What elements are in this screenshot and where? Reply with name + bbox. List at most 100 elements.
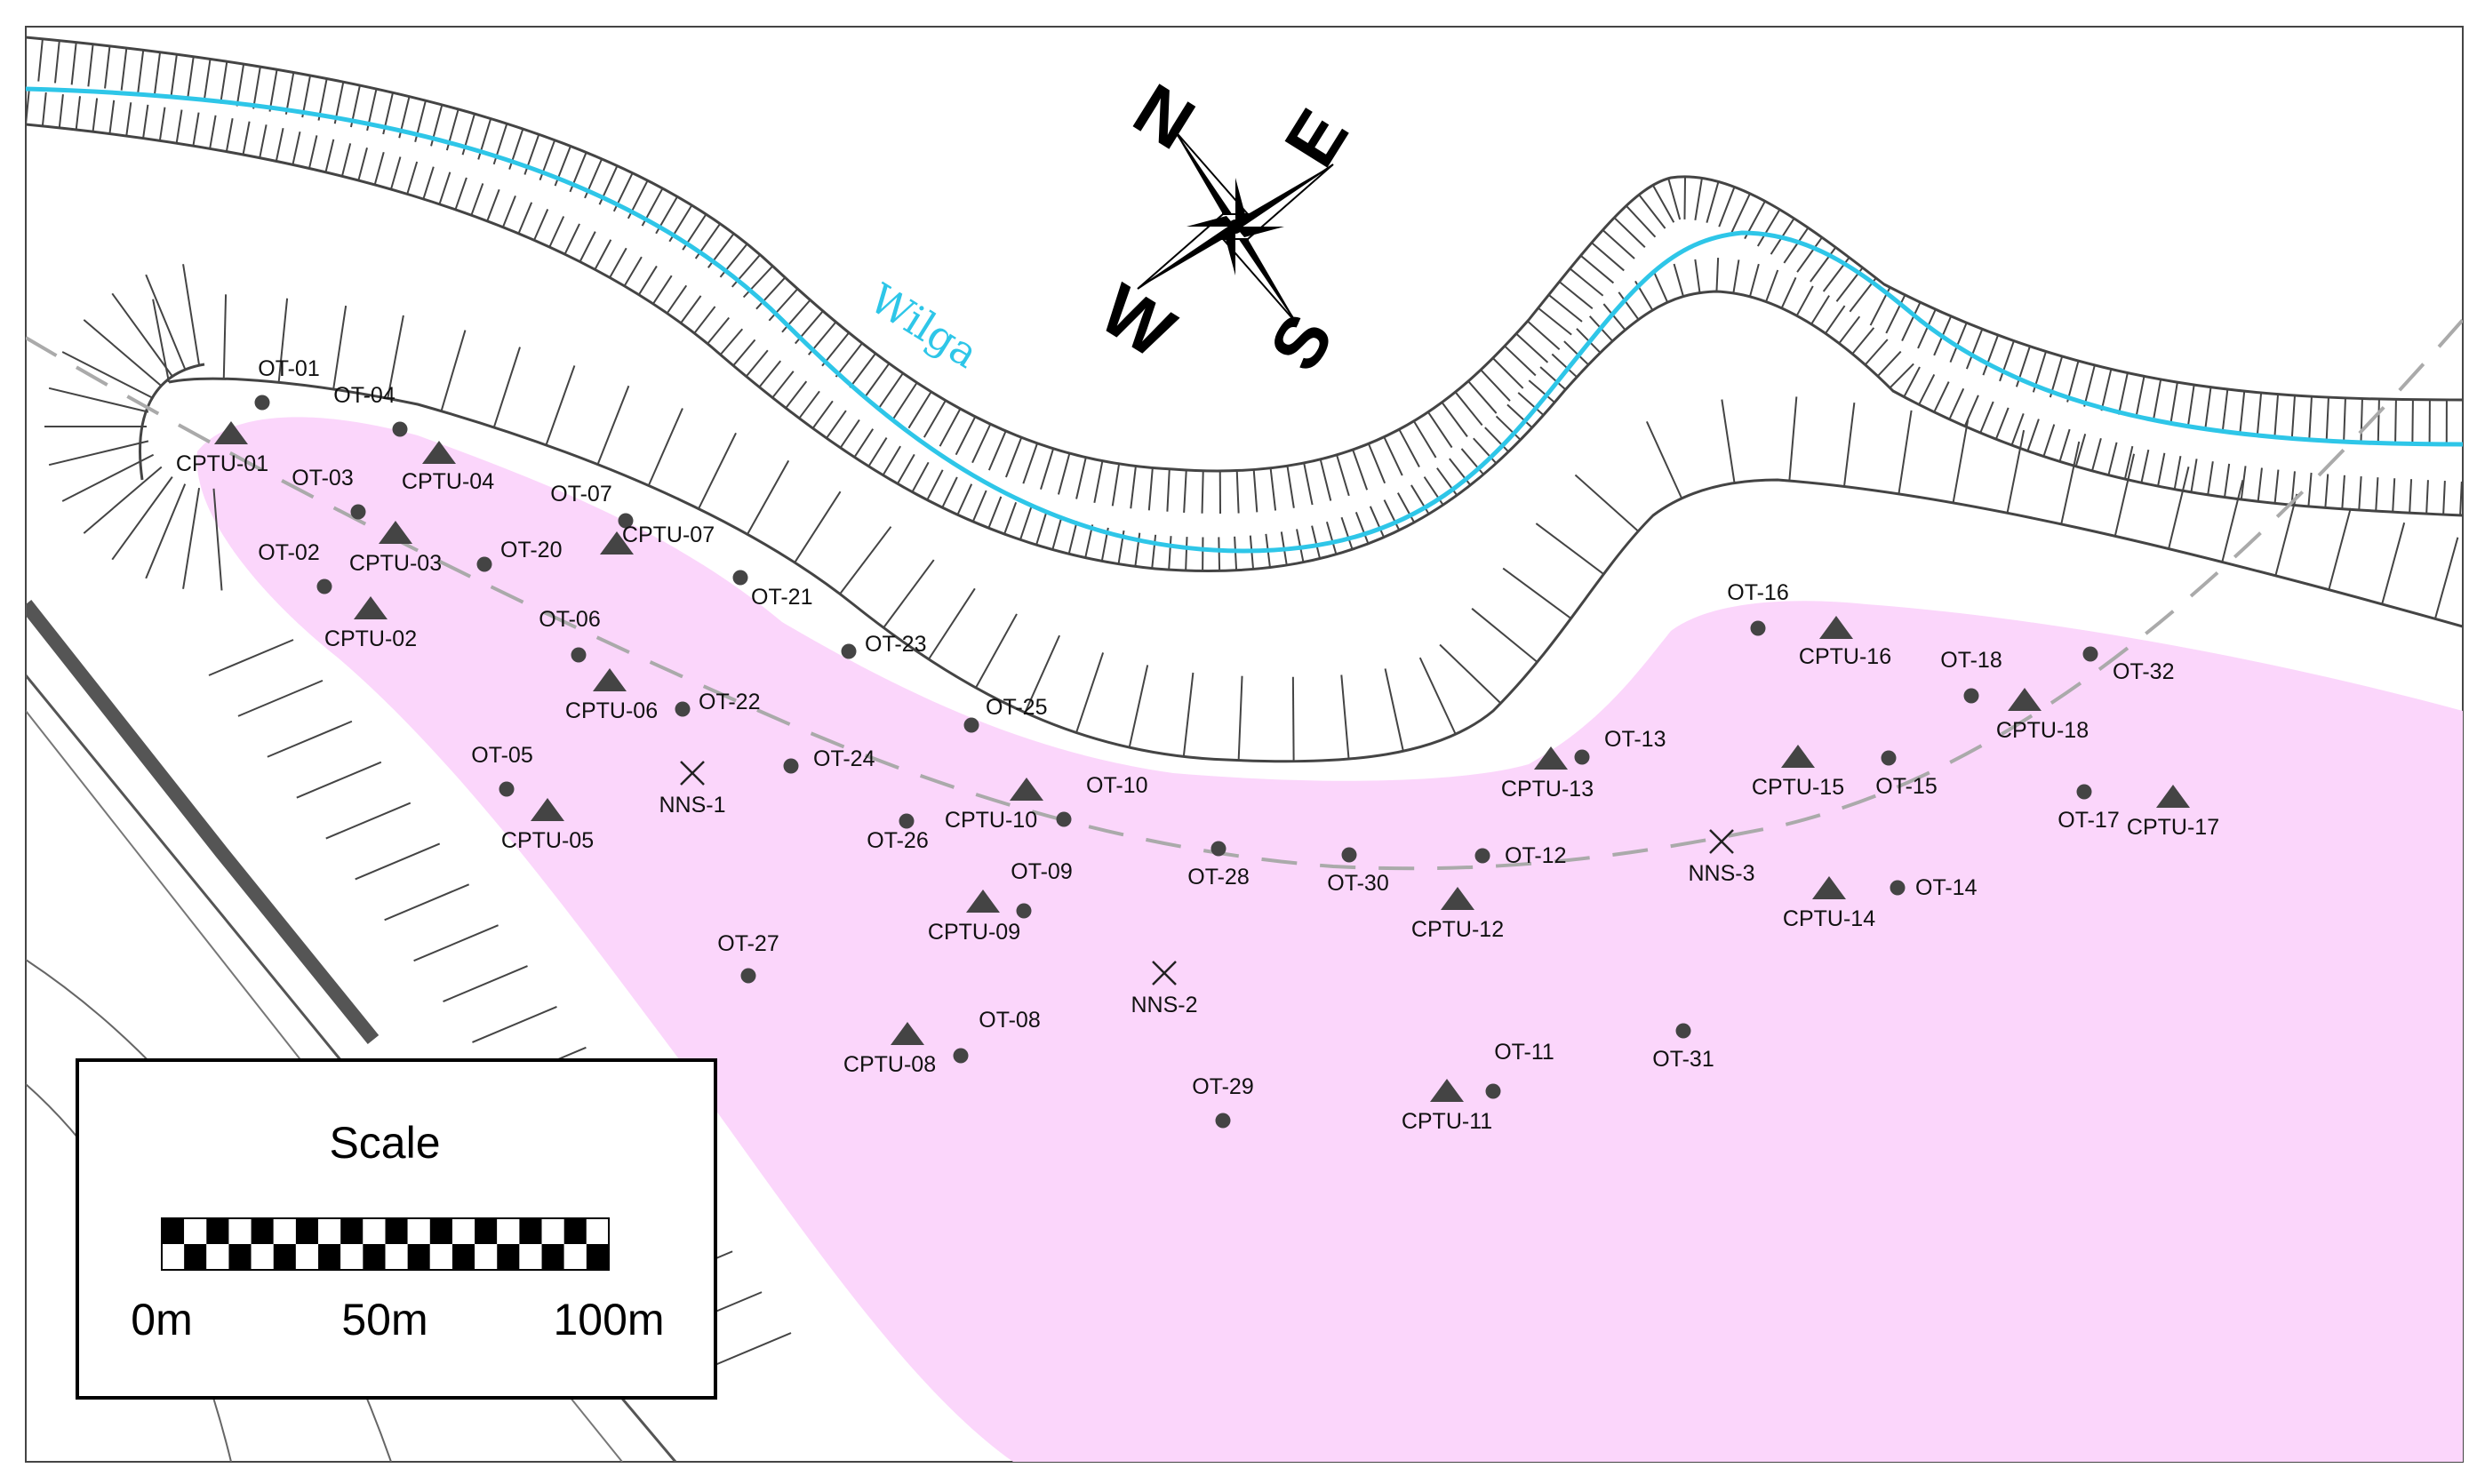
- point-label: CPTU-11: [1402, 1109, 1492, 1134]
- point-cptu-04: CPTU-04: [402, 441, 494, 494]
- point-cptu-07: CPTU-07: [600, 523, 715, 555]
- ot-dot-icon: [1341, 847, 1357, 863]
- scale-cell: [407, 1218, 430, 1244]
- point-cptu-13: CPTU-13: [1501, 746, 1594, 802]
- scale-cell: [251, 1218, 274, 1244]
- scale-cell: [475, 1218, 498, 1244]
- ot-dot-icon: [953, 1048, 969, 1064]
- ot-dot-icon: [476, 556, 492, 572]
- point-ot-26: OT-26: [867, 813, 929, 853]
- point-ot-21: OT-21: [732, 570, 812, 610]
- point-label: OT-15: [1875, 774, 1937, 799]
- ot-dot-icon: [783, 758, 799, 774]
- point-ot-10: OT-10: [1056, 773, 1147, 827]
- scale-cell: [541, 1218, 564, 1244]
- scale-cell: [162, 1244, 185, 1270]
- point-label: OT-17: [2058, 808, 2119, 833]
- compass-star-icon: [1137, 128, 1334, 325]
- scale-cell: [340, 1218, 364, 1244]
- point-label: CPTU-13: [1501, 777, 1594, 802]
- scale-cell: [184, 1218, 207, 1244]
- scale-cell: [519, 1218, 542, 1244]
- point-ot-07: OT-07: [550, 482, 634, 529]
- ot-dot-icon: [350, 504, 366, 520]
- point-label: OT-16: [1727, 580, 1788, 605]
- scale-cell: [586, 1218, 609, 1244]
- point-label: CPTU-02: [324, 626, 417, 651]
- point-label: OT-24: [813, 746, 875, 771]
- ot-dot-icon: [316, 578, 332, 594]
- point-ot-05: OT-05: [471, 743, 533, 797]
- point-label: CPTU-03: [349, 551, 442, 576]
- cptu-triangle-icon: [1430, 1079, 1464, 1102]
- point-cptu-01: CPTU-01: [176, 421, 268, 476]
- point-ot-03: OT-03: [292, 466, 366, 520]
- scale-cell: [295, 1218, 319, 1244]
- point-cptu-08: CPTU-08: [843, 1022, 936, 1077]
- scale-cell: [475, 1244, 498, 1270]
- point-label: CPTU-10: [945, 808, 1037, 833]
- ot-dot-icon: [841, 643, 857, 659]
- ot-dot-icon: [1881, 750, 1897, 766]
- study-area: [196, 417, 2463, 1462]
- point-label: OT-29: [1192, 1074, 1253, 1099]
- point-cptu-09: CPTU-09: [928, 890, 1020, 945]
- point-label: OT-20: [500, 538, 562, 562]
- scale-cell: [363, 1218, 386, 1244]
- nns-cross-icon: [680, 761, 705, 786]
- scale-tick-100: 100m: [553, 1295, 664, 1344]
- ot-dot-icon: [899, 813, 915, 829]
- point-cptu-17: CPTU-17: [2127, 785, 2219, 840]
- scale-cell: [497, 1244, 520, 1270]
- point-cptu-11: CPTU-11: [1402, 1079, 1492, 1134]
- scale-cell: [318, 1218, 341, 1244]
- scale-cell: [273, 1244, 296, 1270]
- point-label: OT-32: [2113, 659, 2174, 684]
- cptu-triangle-icon: [966, 890, 1000, 913]
- river-line: [26, 86, 2463, 554]
- point-ot-06: OT-06: [539, 607, 601, 663]
- scale-cell: [184, 1244, 207, 1270]
- point-ot-29: OT-29: [1192, 1074, 1254, 1129]
- point-label: OT-27: [717, 931, 779, 956]
- point-cptu-03: CPTU-03: [349, 521, 442, 576]
- point-ot-02: OT-02: [258, 540, 332, 594]
- scale-cell: [206, 1218, 229, 1244]
- ot-dot-icon: [1485, 1083, 1501, 1099]
- point-ot-20: OT-20: [476, 538, 562, 572]
- cptu-triangle-icon: [531, 798, 564, 821]
- point-cptu-12: CPTU-12: [1411, 887, 1504, 942]
- point-label: NNS-3: [1688, 861, 1754, 886]
- point-nns-2: NNS-2: [1131, 961, 1198, 1017]
- cptu-triangle-icon: [1010, 778, 1043, 801]
- point-label: OT-28: [1187, 865, 1249, 890]
- point-ot-12: OT-12: [1474, 843, 1566, 868]
- scale-cell: [295, 1244, 319, 1270]
- point-label: OT-10: [1086, 773, 1147, 798]
- ot-dot-icon: [1750, 620, 1766, 636]
- cptu-triangle-icon: [422, 441, 456, 464]
- point-ot-23: OT-23: [841, 632, 926, 659]
- point-ot-25: OT-25: [963, 695, 1047, 733]
- ot-dot-icon: [675, 701, 691, 717]
- ot-dot-icon: [2076, 784, 2092, 800]
- ot-dot-icon: [1675, 1023, 1691, 1039]
- point-cptu-14: CPTU-14: [1783, 876, 1875, 931]
- point-label: CPTU-06: [565, 698, 658, 723]
- point-ot-17: OT-17: [2058, 784, 2120, 833]
- scale-cell: [228, 1218, 252, 1244]
- cptu-triangle-icon: [593, 668, 627, 691]
- scale-tick-50: 50m: [341, 1295, 427, 1344]
- scale-cell: [251, 1244, 274, 1270]
- ot-dot-icon: [1574, 749, 1590, 765]
- point-nns-3: NNS-3: [1688, 829, 1755, 886]
- point-label: OT-22: [699, 690, 760, 714]
- scale-cell: [340, 1244, 364, 1270]
- scale-cell: [563, 1218, 587, 1244]
- cptu-triangle-icon: [1819, 616, 1853, 639]
- point-ot-16: OT-16: [1727, 580, 1789, 636]
- cptu-triangle-icon: [600, 531, 634, 555]
- ot-dot-icon: [1016, 903, 1032, 919]
- point-ot-04: OT-04: [333, 383, 408, 437]
